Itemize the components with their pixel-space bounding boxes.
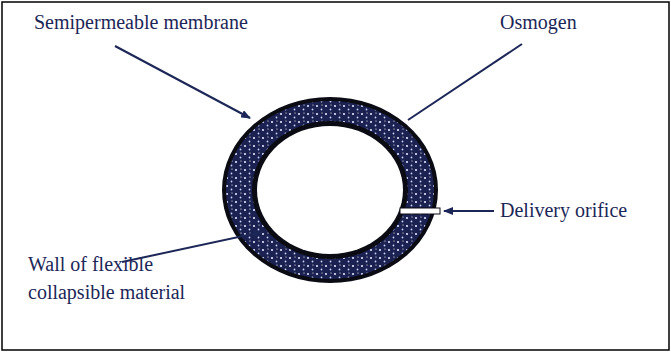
delivery-orifice (400, 208, 440, 214)
osmogen-layer (226, 101, 434, 279)
drug-reservoir (257, 126, 403, 254)
part-label: Semipermeable membrane (34, 8, 294, 36)
part-label: Wall of flexible collapsible material (28, 250, 218, 306)
part-label: Delivery orifice (500, 196, 665, 224)
leader-line (444, 210, 494, 212)
flexible-wall (252, 121, 408, 259)
leader-line (115, 46, 250, 118)
leader-line (408, 44, 522, 120)
part-label: Osmogen (500, 8, 620, 36)
semipermeable-membrane (222, 97, 438, 283)
